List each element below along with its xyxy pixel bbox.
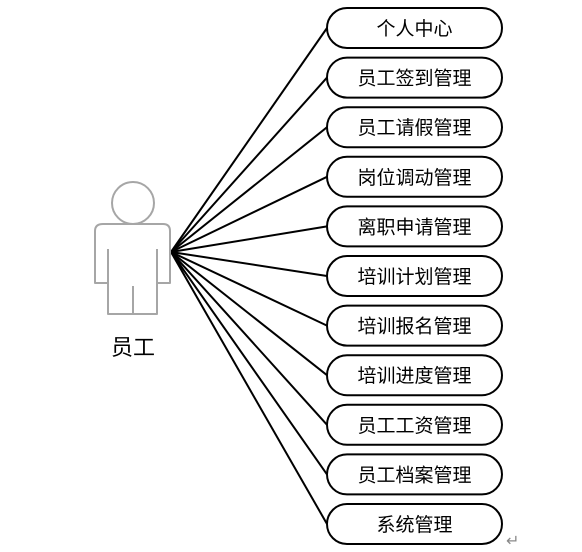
connector-line [170,251,328,475]
use-case-node: 系统管理 [326,503,503,545]
person-body [94,223,171,315]
paragraph-mark: ↵ [506,531,519,550]
use-case-label: 员工签到管理 [357,68,471,90]
person-icon [94,181,171,315]
connector-line [170,251,328,426]
connector-line [170,251,328,327]
use-case-node: 培训进度管理 [326,354,503,397]
use-case-box [326,155,503,198]
connector-line [170,251,328,525]
use-case-node: 岗位调动管理 [326,155,503,198]
connector-line [170,76,328,253]
use-case-node: 离职申请管理 [326,205,503,248]
use-case-label: 离职申请管理 [357,216,471,238]
use-case-node: 员工签到管理 [326,56,503,99]
use-case-box [326,354,503,397]
use-case-label: 员工工资管理 [357,415,471,437]
use-case-box [326,304,503,347]
use-case-node: 培训计划管理 [326,255,503,297]
use-case-box [326,56,503,99]
use-case-node: 员工请假管理 [326,106,503,149]
connector-line [170,251,328,376]
use-case-node: 员工工资管理 [326,403,503,446]
use-case-node: 培训报名管理 [326,304,503,347]
use-case-box [326,7,503,49]
use-case-label: 岗位调动管理 [357,167,471,189]
use-case-label: 系统管理 [376,514,452,536]
use-case-box [326,403,503,446]
use-case-label: 个人中心 [376,18,452,40]
connector-lines [170,27,328,525]
actor-label: 员工 [111,336,155,361]
person-head [111,181,155,225]
actor: 员工 [94,181,171,361]
use-case-box [326,255,503,297]
use-case-box [326,503,503,545]
use-case-label: 培训计划管理 [357,266,471,288]
use-case-node: 员工档案管理 [326,453,503,496]
use-case-label: 员工请假管理 [357,117,471,139]
use-case-list: 个人中心员工签到管理员工请假管理岗位调动管理离职申请管理培训计划管理培训报名管理… [326,7,503,545]
use-case-label: 员工档案管理 [357,464,471,486]
use-case-label: 培训报名管理 [357,316,471,338]
use-case-node: 个人中心 [326,7,503,49]
use-case-box [326,205,503,248]
connector-line [170,175,328,253]
use-case-box [326,106,503,149]
use-case-label: 培训进度管理 [357,365,471,387]
connector-line [170,225,328,253]
use-case-box [326,453,503,496]
connector-line [170,126,328,253]
connector-line [170,27,328,253]
connector-line [170,251,328,277]
